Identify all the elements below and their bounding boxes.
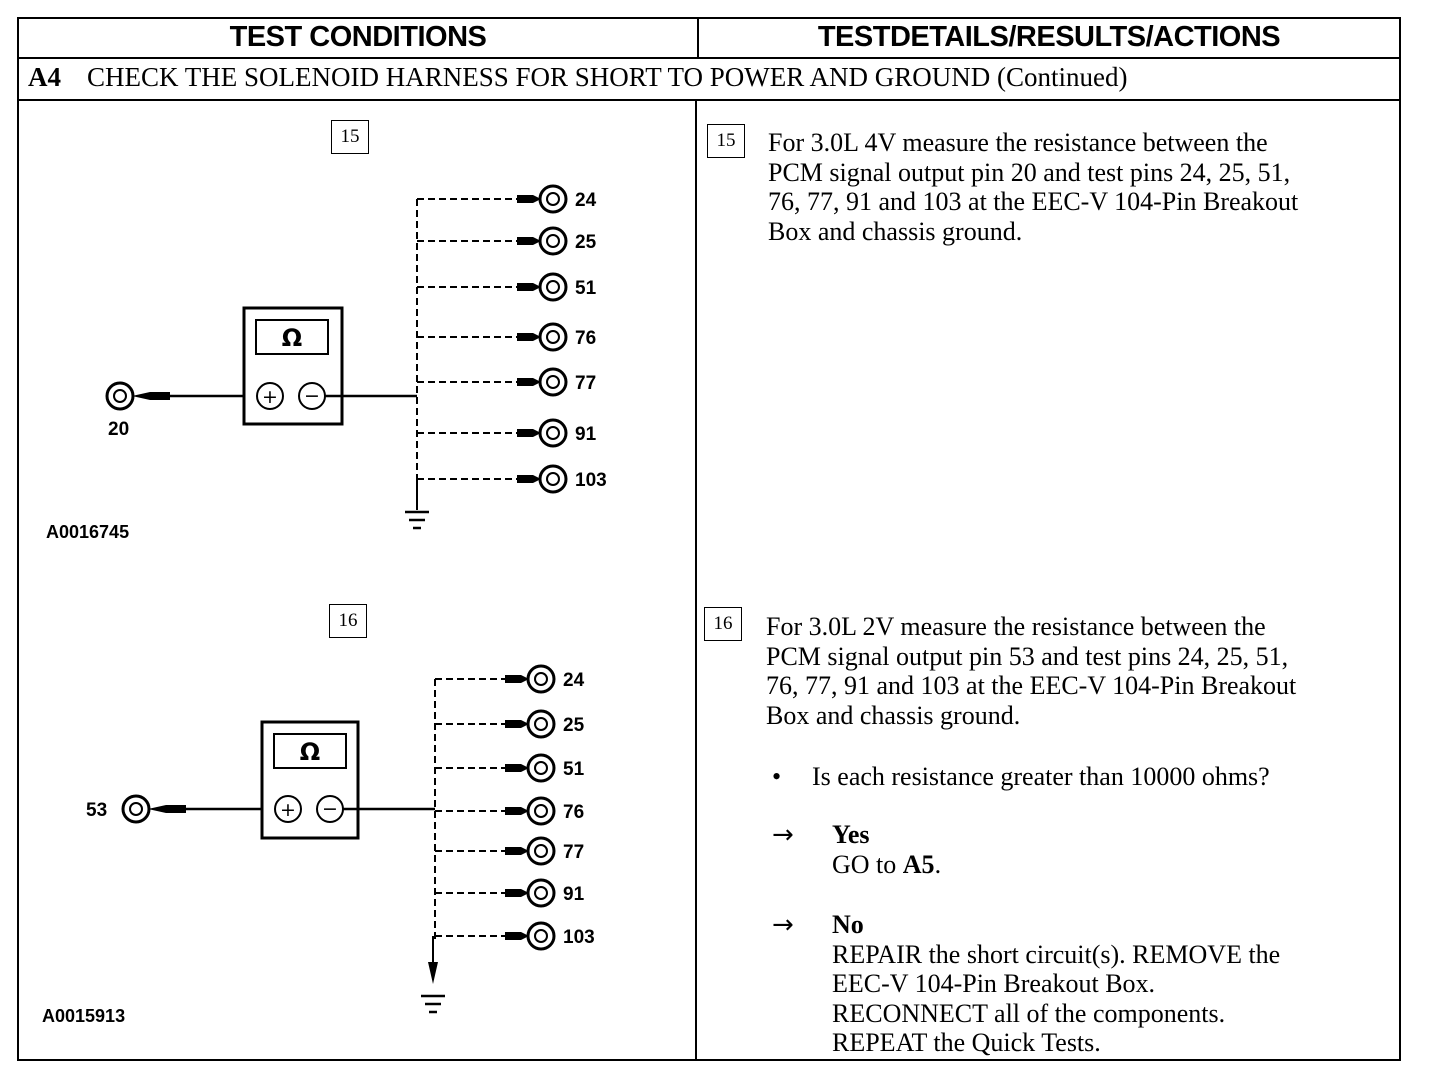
test-pin-label: 24: [563, 670, 585, 691]
header-test-details: TESTDETAILS/RESULTS/ACTIONS: [817, 20, 1281, 53]
answer-yes-action: GO to A5.: [832, 850, 1392, 880]
step-16-diagram-id: A0015913: [42, 1006, 126, 1026]
test-pin-label: 77: [563, 842, 584, 863]
section-title: A4 CHECK THE SOLENOID HARNESS FOR SHORT T…: [28, 62, 1127, 93]
step-16-text: For 3.0L 2V measure the resistance betwe…: [766, 612, 1396, 730]
test-pin-connector-icon: [526, 796, 556, 826]
answer-yes-period: .: [934, 849, 942, 879]
test-pin-connector-icon: [538, 322, 568, 352]
test-pin-51: 51: [435, 753, 585, 783]
ohmmeter-icon: Ω + −: [242, 306, 344, 426]
step-16-line: For 3.0L 2V measure the resistance betwe…: [766, 612, 1266, 641]
test-pin-connector-icon: [526, 878, 556, 908]
answer-yes-text: GO to: [832, 849, 903, 879]
question-bullet: •: [772, 762, 782, 791]
question-text: Is each resistance greater than 10000 oh…: [812, 762, 1270, 791]
test-pin-label: 24: [575, 190, 597, 211]
test-pin-label: 51: [563, 759, 585, 780]
answer-yes-link: A5: [902, 849, 935, 879]
step-15-diagram-id: A0016745: [46, 522, 130, 542]
arrow-icon: →: [772, 820, 794, 850]
source-pin-connector-icon: [121, 794, 186, 824]
svg-text:Ω: Ω: [282, 324, 302, 352]
test-pin-connector-icon: [526, 753, 556, 783]
test-pin-25: 25: [417, 226, 597, 256]
test-pin-25: 25: [435, 709, 585, 739]
test-pin-51: 51: [417, 272, 597, 302]
ground-icon: [421, 936, 445, 1014]
step-16-line: 76, 77, 91 and 103 at the EEC-V 104-Pin …: [766, 671, 1297, 700]
step-15-number-box-right: 15: [707, 124, 745, 158]
source-pin-label: 20: [108, 419, 129, 440]
svg-text:−: −: [322, 798, 338, 820]
test-pin-91: 91: [435, 878, 585, 908]
test-pin-label: 91: [575, 424, 597, 445]
step-15-line: PCM signal output pin 20 and test pins 2…: [768, 157, 1291, 187]
section-heading: CHECK THE SOLENOID HARNESS FOR SHORT TO …: [87, 62, 1128, 92]
test-pin-103: 103: [435, 921, 595, 951]
step-15-line: 76, 77, 91 and 103 at the EEC-V 104-Pin …: [768, 187, 1299, 216]
test-pin-76: 76: [417, 322, 596, 352]
test-pin-91: 91: [417, 418, 597, 448]
test-pin-24: 24: [417, 184, 597, 214]
step-15-diagram: 20 Ω + − 24 25 51 76 77 91 103: [105, 184, 607, 530]
step-15-line: For 3.0L 4V measure the resistance betwe…: [768, 128, 1268, 157]
answer-yes: Yes GO to A5.: [832, 820, 1392, 879]
step-15-text: For 3.0L 4V measure the resistance betwe…: [768, 128, 1398, 246]
ground-icon: [405, 480, 429, 530]
section-code: A4: [28, 62, 61, 92]
test-pin-connector-icon: [526, 836, 556, 866]
svg-text:−: −: [304, 385, 320, 407]
test-pin-label: 91: [563, 884, 585, 905]
test-pin-label: 77: [575, 373, 596, 394]
answer-no-line: REPEAT the Quick Tests.: [832, 1028, 1101, 1057]
answer-no-line: REPAIR the short circuit(s). REMOVE the: [832, 939, 1281, 969]
answer-no: No REPAIR the short circuit(s). REMOVE t…: [832, 910, 1392, 1058]
step-16-line: PCM signal output pin 53 and test pins 2…: [766, 641, 1289, 671]
test-pin-label: 25: [563, 715, 585, 736]
test-pin-label: 25: [575, 232, 597, 253]
test-pin-connector-icon: [538, 272, 568, 302]
test-pin-77: 77: [417, 367, 596, 397]
test-pin-76: 76: [435, 796, 584, 826]
svg-text:Ω: Ω: [300, 738, 320, 766]
test-pin-connector-icon: [526, 921, 556, 951]
test-pin-connector-icon: [538, 184, 568, 214]
test-pin-label: 103: [575, 470, 607, 491]
test-pin-label: 51: [575, 278, 597, 299]
test-pin-label: 76: [575, 328, 596, 349]
test-pin-label: 103: [563, 927, 595, 948]
step-15-test-pins: 24 25 51 76 77 91 103: [416, 184, 607, 494]
test-pin-connector-icon: [526, 709, 556, 739]
step-16-number-box: 16: [329, 604, 367, 638]
test-pin-label: 76: [563, 802, 584, 823]
header-test-conditions: TEST CONDITIONS: [229, 20, 487, 53]
step-16-test-pins: 24 25 51 76 77 91 103: [434, 664, 595, 951]
source-pin-label: 53: [86, 800, 107, 821]
answer-no-line: EEC-V 104-Pin Breakout Box.: [832, 969, 1156, 998]
svg-text:+: +: [280, 799, 296, 821]
test-pin-24: 24: [435, 664, 585, 694]
arrow-icon: →: [772, 910, 794, 940]
answer-no-label: No: [832, 910, 864, 939]
answer-yes-label: Yes: [832, 820, 870, 849]
svg-text:+: +: [262, 386, 278, 408]
source-pin-connector-icon: [105, 381, 170, 411]
step-16-line: Box and chassis ground.: [766, 700, 1021, 730]
ohmmeter-icon: Ω + −: [260, 720, 360, 840]
test-pin-connector-icon: [538, 367, 568, 397]
test-pin-77: 77: [435, 836, 584, 866]
test-pin-connector-icon: [526, 664, 556, 694]
step-16-number-box-right: 16: [704, 607, 742, 641]
step-15-line: Box and chassis ground.: [768, 216, 1023, 246]
step-16-diagram: 53 Ω + − 24 25 51 76 77 91 103: [86, 664, 595, 1014]
step-15-number-box: 15: [331, 120, 369, 154]
answer-no-line: RECONNECT all of the components.: [832, 998, 1226, 1028]
test-pin-connector-icon: [538, 226, 568, 256]
test-pin-connector-icon: [538, 464, 568, 494]
test-pin-103: 103: [417, 464, 607, 494]
test-pin-connector-icon: [538, 418, 568, 448]
